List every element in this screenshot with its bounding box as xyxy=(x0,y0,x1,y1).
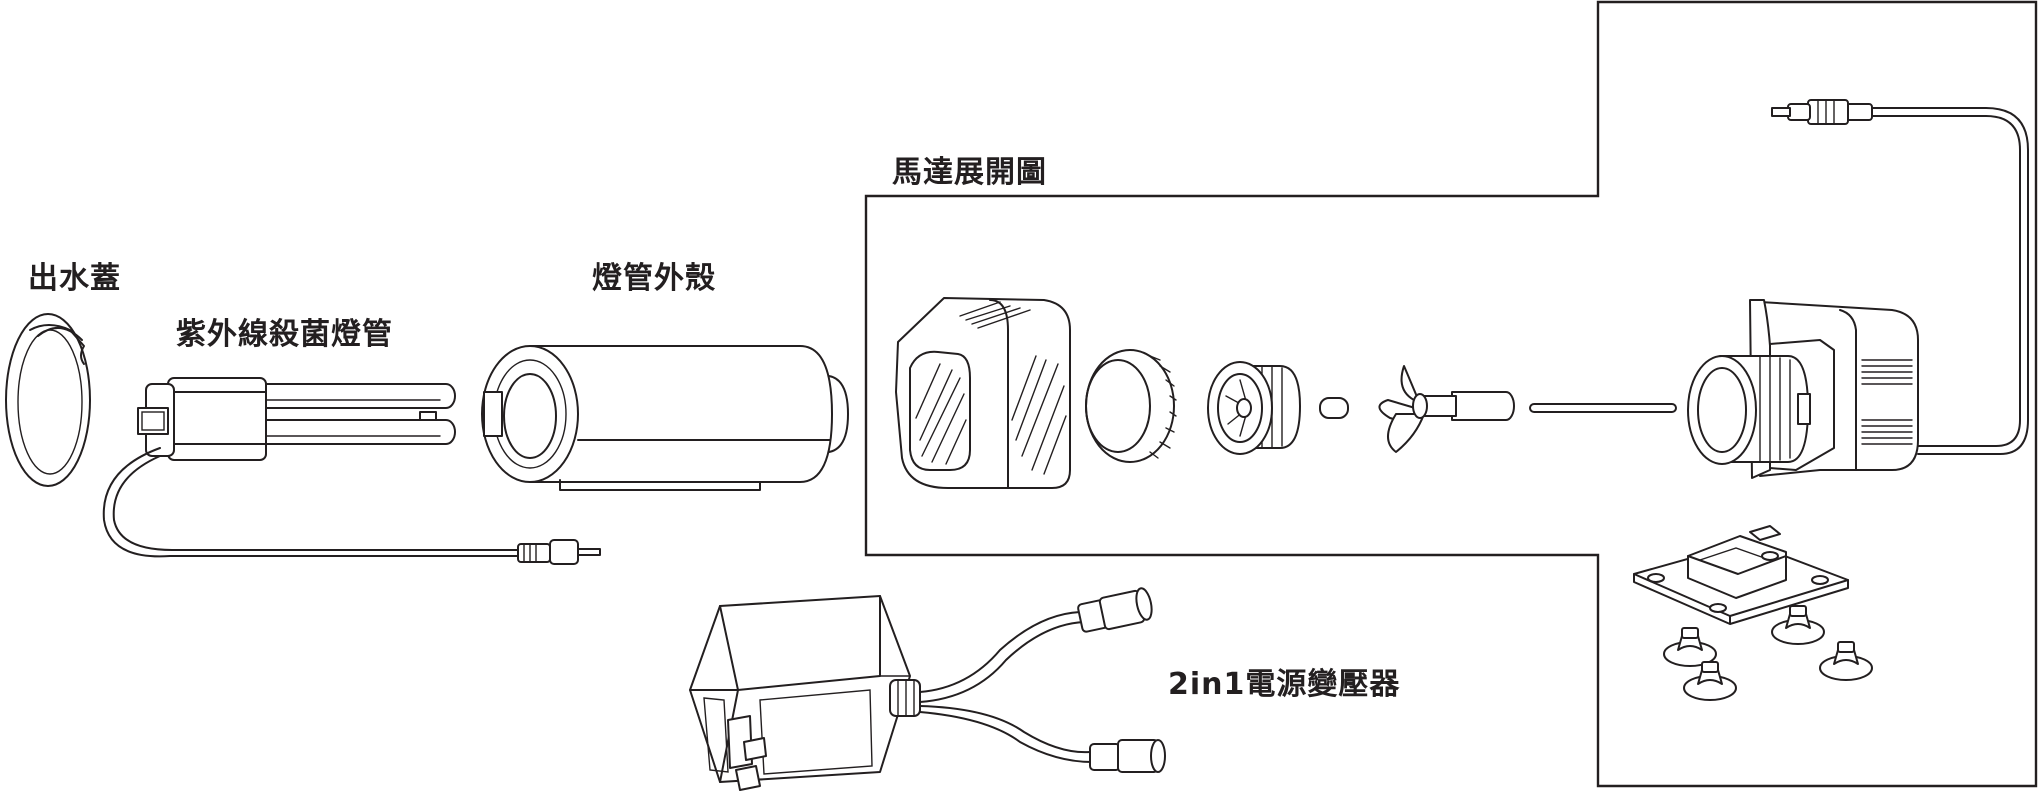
lamp-housing-label: 燈管外殼 xyxy=(592,261,716,296)
motor-section-frame xyxy=(864,0,2038,788)
bushing-part xyxy=(1319,397,1349,419)
shaft-part xyxy=(1529,403,1677,413)
suction-cup xyxy=(1683,661,1737,701)
lamp-housing-part xyxy=(481,345,849,491)
suction-cup xyxy=(1771,605,1825,645)
mounting-bracket-part xyxy=(1633,525,1849,625)
outlet-cap-part xyxy=(5,313,91,487)
motor-body-part xyxy=(1687,99,2029,479)
power-adapter-part xyxy=(689,587,1166,791)
uv-lamp-part xyxy=(102,377,601,565)
outlet-cap-label: 出水蓋 xyxy=(28,261,121,296)
suction-cup xyxy=(1819,641,1873,681)
uv-lamp-label: 紫外線殺菌燈管 xyxy=(176,317,393,352)
motor-cover-part xyxy=(895,297,1071,489)
threaded-ring-part xyxy=(1085,349,1177,463)
impeller-part xyxy=(1378,365,1515,453)
suction-cup xyxy=(1663,627,1717,667)
impeller-housing-part xyxy=(1207,361,1301,455)
motor-exploded-label: 馬達展開圖 xyxy=(892,155,1047,190)
adapter-label: 2in1電源變壓器 xyxy=(1168,667,1401,702)
